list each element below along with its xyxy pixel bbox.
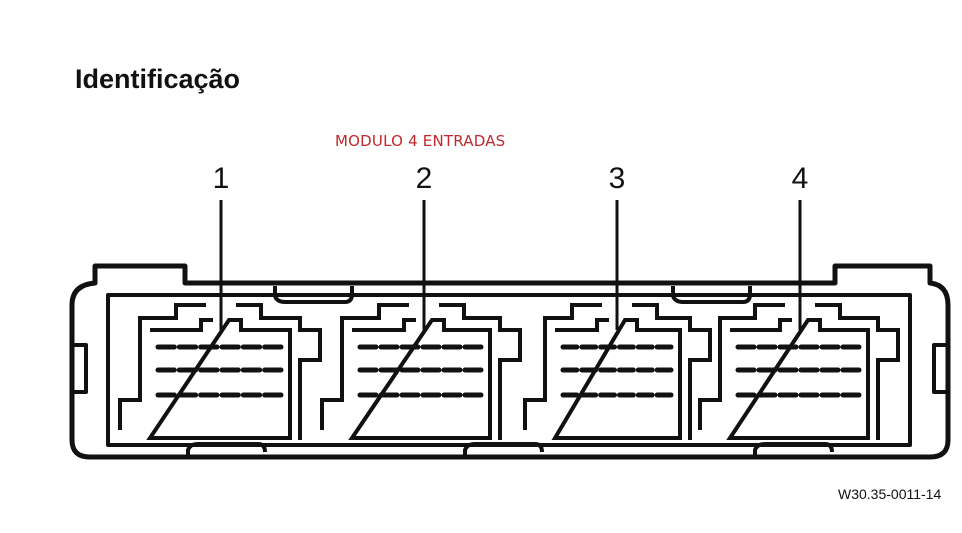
bottom-latch: [186, 442, 267, 455]
side-tab: [72, 343, 88, 394]
side-tab: [932, 343, 948, 394]
module-number-label: 1: [213, 162, 230, 195]
module-number-label: 4: [792, 162, 809, 195]
module-number-label: 3: [609, 162, 626, 195]
module-cavity: [348, 318, 492, 440]
module-subtitle: MODULO 4 ENTRADAS: [335, 132, 506, 150]
page-title: Identificação: [75, 64, 241, 94]
reference-code: W30.35-0011-14: [838, 486, 942, 502]
top-latch: [273, 286, 354, 304]
module-shroud: [320, 303, 522, 440]
module-cavity: [551, 318, 682, 440]
module-shroud: [698, 303, 900, 440]
module-shroud: [118, 303, 322, 440]
module-cavity: [146, 318, 292, 440]
module-shroud: [523, 303, 712, 440]
connector-inner-frame: [106, 293, 912, 447]
module-cavity: [726, 318, 870, 440]
connector-housing: [69, 263, 951, 460]
module-number-label: 2: [416, 162, 433, 195]
bottom-latch: [463, 442, 544, 455]
bottom-latch: [753, 442, 834, 455]
top-latch: [671, 286, 752, 304]
